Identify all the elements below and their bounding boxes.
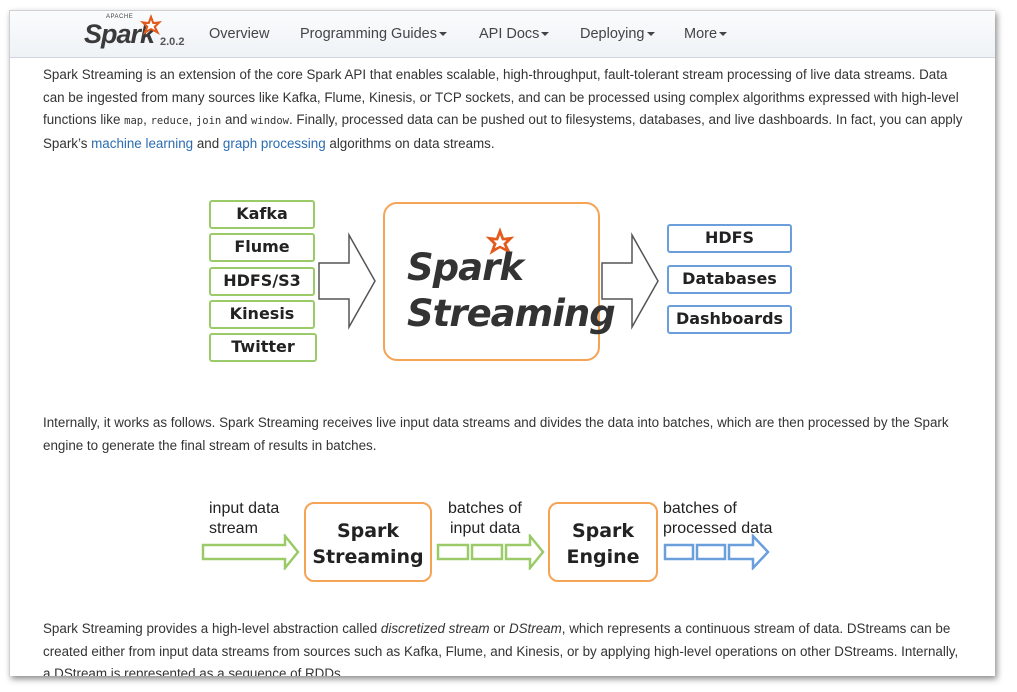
nav-more[interactable]: More xyxy=(684,26,728,42)
caret-down-icon xyxy=(541,32,550,37)
spark-logo[interactable]: APACHE Spark 2.0.2 xyxy=(84,13,194,55)
apache-label: APACHE xyxy=(106,14,134,20)
dstream-paragraph: Spark Streaming provides a high-level ab… xyxy=(43,618,963,676)
dstream-text-2: or xyxy=(489,621,509,636)
batches-output-label-1: batches of xyxy=(663,500,737,517)
source-hdfs-s3: HDFS/S3 xyxy=(209,267,315,296)
link-machine-learning[interactable]: machine learning xyxy=(91,135,194,151)
nav-api-docs-label: API Docs xyxy=(479,26,540,42)
code-map: map xyxy=(124,115,144,127)
code-window: window xyxy=(251,115,289,127)
intro-text-5: . Finally, processed data can be pushed … xyxy=(43,112,963,151)
intro-text-3: , xyxy=(188,112,196,127)
spark-engine-box: Spark Engine xyxy=(548,502,658,582)
term-discretized-stream: discretized stream xyxy=(380,621,490,636)
link-graph-processing[interactable]: graph processing xyxy=(222,135,326,151)
batches-input-label-1: batches of xyxy=(448,500,522,517)
code-reduce: reduce xyxy=(150,115,189,127)
term-dstream: DStream xyxy=(508,621,562,636)
nav-overview-label: Overview xyxy=(209,26,270,42)
browser-page: APACHE Spark 2.0.2 Overview Programming … xyxy=(9,10,995,676)
spark-streaming-box: Spark Streaming xyxy=(383,202,616,361)
intro-text-2: , xyxy=(143,112,151,127)
arrow-right-icon xyxy=(318,232,376,330)
source-kafka: Kafka xyxy=(209,200,315,229)
intro-text-4: and xyxy=(221,112,252,127)
arrow-right-icon xyxy=(601,232,659,330)
caret-down-icon xyxy=(439,32,447,37)
nav-programming-guides[interactable]: Programming Guides xyxy=(300,26,447,42)
input-stream-arrow-icon xyxy=(201,534,300,570)
sink-dashboards: Dashboards xyxy=(667,305,792,334)
spark-star-icon xyxy=(485,227,515,255)
step-box-line-1: Spark xyxy=(336,520,400,542)
nav-api-docs[interactable]: API Docs xyxy=(479,26,550,42)
source-flume: Flume xyxy=(209,233,315,262)
output-batches-arrow-icon xyxy=(663,534,770,570)
batches-output-label-2: processed data xyxy=(663,520,773,537)
source-kinesis: Kinesis xyxy=(209,300,315,329)
intro-text-1: Spark Streaming is an extension of the c… xyxy=(43,67,959,127)
sink-databases: Databases xyxy=(667,265,792,294)
nav-programming-guides-label: Programming Guides xyxy=(300,26,437,42)
nav-deploying-label: Deploying xyxy=(580,26,645,42)
sink-hdfs: HDFS xyxy=(667,224,792,253)
dstream-text-3: , which represents a continuous stream o… xyxy=(43,621,959,676)
engine-box-line-2: Engine xyxy=(566,546,640,568)
step-box-line-2: Streaming xyxy=(312,546,424,568)
input-stream-label-2: stream xyxy=(209,520,258,537)
input-batches-arrow-icon xyxy=(436,534,545,570)
center-title-streaming: Streaming xyxy=(407,292,616,335)
intro-text-6: and xyxy=(193,135,223,151)
source-twitter: Twitter xyxy=(209,333,317,362)
engine-box-line-1: Spark xyxy=(571,520,635,542)
internals-paragraph: Internally, it works as follows. Spark S… xyxy=(43,415,949,453)
code-join: join xyxy=(195,115,222,127)
intro-text-7: algorithms on data streams. xyxy=(325,135,495,151)
input-stream-label-1: input data xyxy=(209,500,280,517)
spark-star-icon xyxy=(140,14,162,35)
dstream-text-1: Spark Streaming provides a high-level ab… xyxy=(43,621,381,636)
version-label: 2.0.2 xyxy=(160,36,185,48)
center-title-spark: Spark xyxy=(407,246,524,289)
nav-deploying[interactable]: Deploying xyxy=(580,26,655,42)
intro-paragraph: Spark Streaming is an extension of the c… xyxy=(43,64,963,155)
batches-input-label-2: input data xyxy=(450,520,521,537)
nav-overview[interactable]: Overview xyxy=(209,26,269,42)
navbar: APACHE Spark 2.0.2 Overview Programming … xyxy=(10,11,995,58)
caret-down-icon xyxy=(719,32,728,37)
spark-streaming-step-box: Spark Streaming xyxy=(304,502,432,582)
caret-down-icon xyxy=(646,32,655,37)
nav-more-label: More xyxy=(684,26,718,42)
